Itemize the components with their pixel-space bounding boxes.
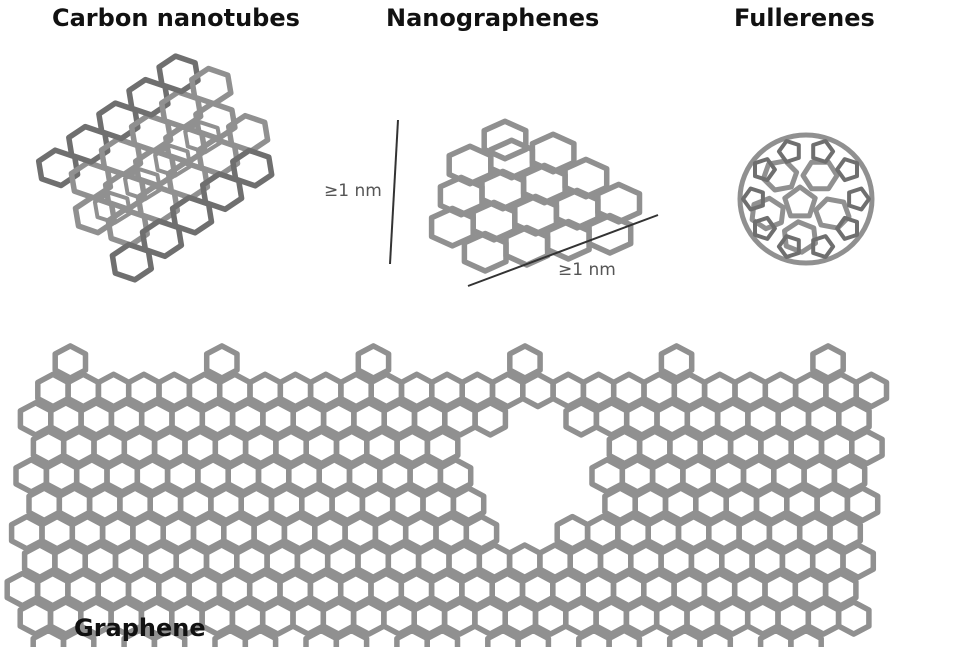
nanotube-hexagon [169, 194, 215, 236]
fullerene-pentagon-edge [811, 139, 836, 164]
graphene-hexagon [442, 400, 478, 438]
nanotube-hexagon [230, 147, 275, 189]
fullerene-hexagon [800, 159, 840, 192]
fullerene-pentagon-edge [835, 157, 859, 183]
graphene-hexagon [441, 599, 478, 637]
nanotube-hexagon [35, 147, 81, 189]
graphene-hexagon [805, 599, 842, 637]
nanotube-hexagon [139, 218, 185, 260]
fullerene-hexagon [782, 219, 818, 255]
fullerene-outline [737, 132, 875, 266]
dimension-label-horizontal: ≥1 nm [558, 260, 616, 280]
nanographene-hexagon [586, 212, 634, 256]
fullerene-illustration [737, 132, 875, 266]
fullerene-pentagon-edge [753, 157, 777, 183]
graphene-hexagon [532, 599, 569, 637]
graphene-hexagon [836, 400, 872, 438]
dimension-label-vertical: ≥1 nm [324, 181, 382, 201]
title-fullerenes: Fullerenes [734, 4, 875, 32]
nanotube-hexagon [156, 53, 201, 95]
nanotube-hexagon [199, 171, 245, 213]
nanotube-hexagon [66, 123, 111, 165]
nanographene-hexagon [461, 230, 509, 274]
fullerene-hexagon [813, 196, 852, 231]
title-graphene: Graphene [74, 614, 206, 642]
graphene-hexagon [844, 485, 881, 524]
fullerene-pentagon-edge [753, 215, 777, 241]
graphene-hexagon [697, 627, 734, 647]
graphene-hexagon [489, 371, 526, 410]
graphene-hexagon [60, 627, 97, 647]
fullerene-pentagon-edge [776, 234, 801, 259]
fullerene-hexagon [749, 195, 786, 232]
vertical-dimension-line [389, 119, 399, 265]
nanotube-hexagon [193, 100, 238, 142]
nanotube-hexagon [225, 112, 271, 154]
fullerene-pentagon-edge [741, 186, 765, 212]
nanotube-hexagon-back [153, 143, 193, 178]
nanotube-hexagon [126, 76, 171, 118]
graphene-hexagon [52, 343, 89, 381]
graphene-hexagon [350, 599, 387, 637]
graphene-hexagon [658, 343, 695, 381]
graphene-hexagon [563, 400, 600, 438]
title-carbon-nanotubes: Carbon nanotubes [52, 4, 300, 32]
graphene-hexagon [840, 542, 877, 581]
graphene-hexagon [835, 599, 872, 637]
horizontal-dimension-line [467, 214, 659, 287]
nanotube-hexagon-back [123, 167, 162, 202]
fullerene-pentagon-edge [835, 215, 859, 241]
carbon-nanotube-illustration [35, 53, 275, 283]
nanographene-hexagon [481, 118, 529, 162]
graphene-hexagon [853, 371, 890, 410]
graphene-hexagon [520, 371, 556, 410]
graphene-hexagon [606, 627, 643, 647]
nanographene-illustration [428, 118, 643, 274]
graphene-sheet-illustration [4, 343, 890, 647]
graphene-hexagon [242, 627, 279, 647]
fullerene-pentagon [782, 184, 818, 219]
graphene-hexagon [472, 400, 509, 438]
title-nanographenes: Nanographenes [386, 4, 600, 32]
graphene-hexagon [714, 599, 751, 637]
nanotube-hexagon [189, 65, 234, 107]
nanotube-hexagon-back [92, 190, 132, 225]
graphene-hexagon [355, 343, 392, 381]
graphene-hexagon [515, 627, 552, 647]
graphene-hexagon [849, 428, 885, 467]
graphene-hexagon [259, 599, 296, 637]
graphene-hexagon [623, 599, 660, 637]
graphene-hexagon [424, 627, 461, 647]
graphene-hexagon [788, 627, 824, 647]
graphene-hexagon [424, 428, 461, 467]
nanotube-hexagon [96, 100, 141, 142]
fullerene-pentagon-edge [776, 139, 801, 164]
graphene-hexagon [151, 627, 188, 647]
fullerene-pentagon-edge [811, 234, 836, 259]
fullerene-pentagon-edge [847, 186, 871, 212]
nanotube-hexagon-back [183, 120, 223, 155]
graphene-hexagon [450, 485, 487, 524]
graphene-hexagon [333, 627, 370, 647]
nanotube-hexagon [109, 241, 155, 283]
